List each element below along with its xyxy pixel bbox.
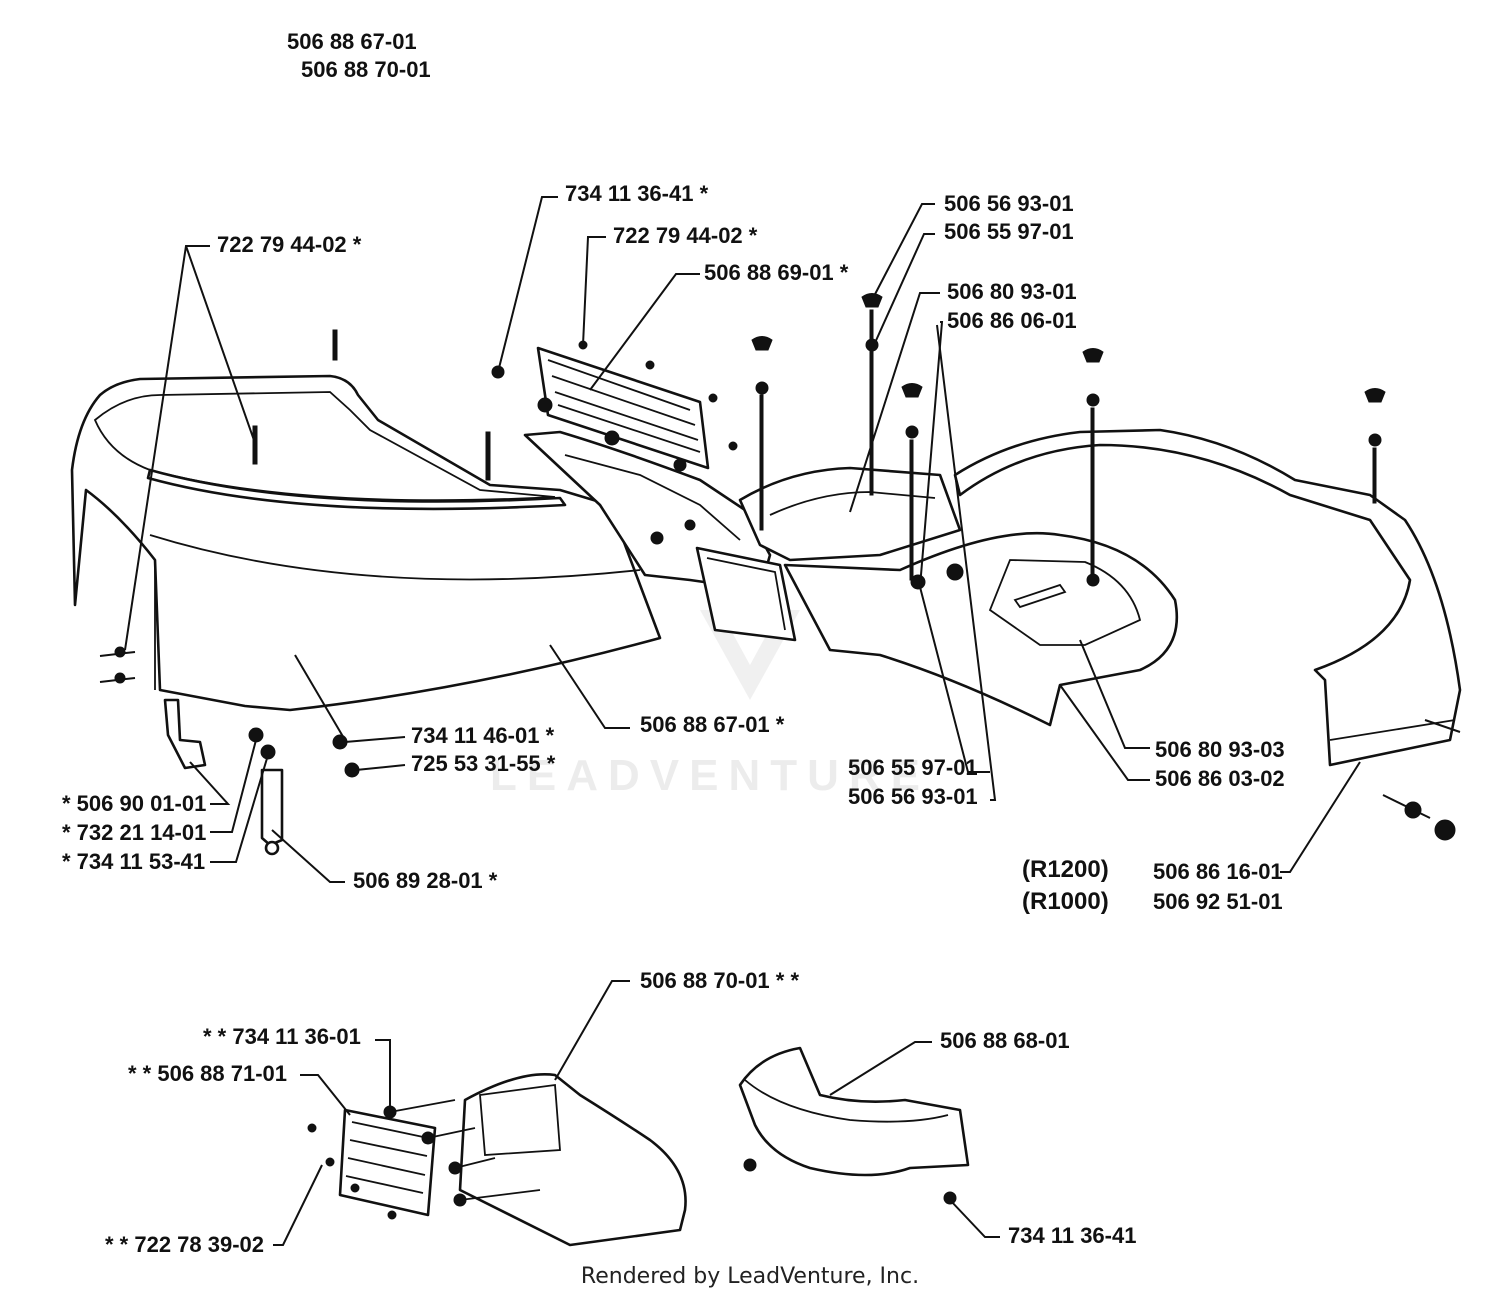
watermark-text: LEADVENTURE: [490, 751, 930, 800]
callout-label: 734 11 46-01 *: [411, 723, 555, 748]
callout-label: 506 92 51-01: [1153, 889, 1283, 914]
callout-label: 725 53 31-55 *: [411, 751, 556, 776]
part-vent-grille-top: [536, 346, 710, 470]
callout-label: 506 88 70-01 * *: [640, 968, 799, 993]
header-part-2: 506 88 70-01: [301, 57, 431, 82]
callout-label: 506 89 28-01 *: [353, 868, 498, 893]
callout-label: 506 88 67-01 *: [640, 712, 785, 737]
part-pedal-bracket: [163, 698, 284, 856]
part-reflector-plate: [695, 546, 797, 642]
callout-label: 506 55 97-01: [848, 755, 978, 780]
callout-label: 506 80 93-01: [947, 279, 1077, 304]
callout-label: * * 506 88 71-01: [128, 1061, 287, 1086]
model-labels: (R1200) (R1000): [1022, 856, 1109, 915]
callout-label: * 734 11 53-41: [62, 849, 205, 874]
callout-label: 506 88 69-01 *: [704, 260, 849, 285]
leader-lines: [99, 196, 1461, 1246]
footer-credit: Rendered by LeadVenture, Inc.: [580, 1264, 920, 1289]
callout-label: 722 79 44-02 *: [613, 223, 758, 248]
callout-label: 506 80 93-03: [1155, 737, 1285, 762]
callout-label: 506 56 93-01: [848, 784, 978, 809]
model-label-r1200: (R1200): [1022, 856, 1109, 883]
callout-label: 734 11 36-41 *: [565, 181, 709, 206]
callout-label: 506 55 97-01: [944, 219, 1074, 244]
callout-label: * 732 21 14-01: [62, 820, 206, 845]
callout-labels: 722 79 44-02 * 734 11 36-41 * 722 79 44-…: [62, 181, 1285, 1257]
callout-label: * * 734 11 36-01: [203, 1024, 361, 1049]
callout-label: * * 722 78 39-02: [105, 1232, 264, 1257]
part-footrest: [783, 531, 1179, 727]
callout-label: 722 79 44-02 *: [217, 232, 362, 257]
part-rear-vent-grille: [338, 1108, 437, 1217]
part-cup-holder: [738, 1046, 970, 1177]
part-rear-hood: [70, 374, 662, 712]
callout-label: 506 86 06-01: [947, 308, 1077, 333]
callout-label: 506 86 03-02: [1155, 766, 1285, 791]
callout-label: 506 88 68-01: [940, 1028, 1070, 1053]
callout-label: 734 11 36-41: [1008, 1223, 1136, 1248]
part-rear-vent-cover: [458, 1073, 687, 1247]
header-part-1: 506 88 67-01: [287, 29, 417, 54]
callout-label: 506 86 16-01: [1153, 859, 1283, 884]
callout-label: 506 56 93-01: [944, 191, 1074, 216]
callout-label: * 506 90 01-01: [62, 791, 206, 816]
model-label-r1000: (R1000): [1022, 888, 1109, 915]
header-part-numbers: 506 88 67-01 506 88 70-01: [287, 29, 431, 82]
